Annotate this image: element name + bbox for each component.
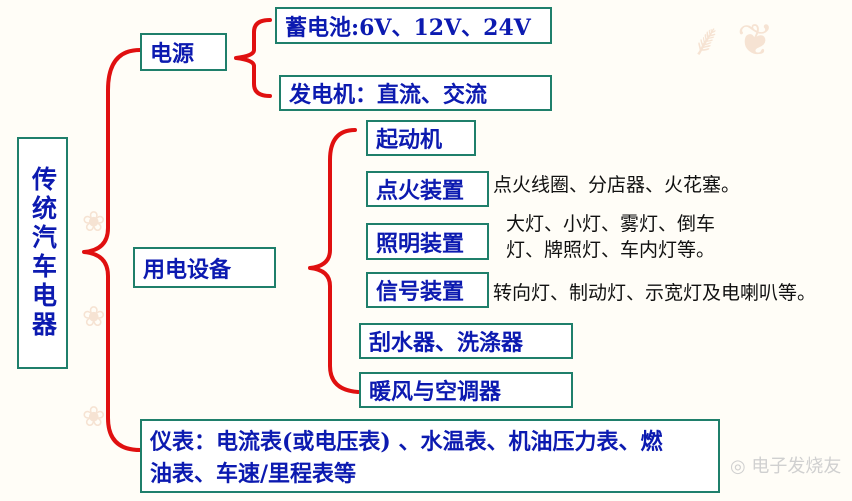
starter-label: 起动机	[376, 127, 443, 153]
power-node: 电源	[140, 33, 227, 71]
instruments-line-2: 油表、车速/里程表等	[150, 461, 357, 487]
lighting-label: 照明装置	[376, 230, 465, 257]
root-label: 传统汽车电器	[28, 166, 58, 340]
watermark-left-3: ❀	[82, 400, 106, 433]
wiper-node: 刮水器、洗涤器	[359, 323, 573, 359]
lighting-note-line-2: 灯、牌照灯、车内灯等。	[506, 239, 716, 261]
main-brace	[82, 48, 142, 452]
watermark-logo: ◎ 电子发烧友	[730, 456, 842, 477]
root-node: 传统汽车电器	[17, 137, 68, 369]
generator-node: 发电机：直流、交流	[279, 75, 552, 111]
devices-label: 用电设备	[143, 256, 232, 283]
lighting-note-line-1: 大灯、小灯、雾灯、倒车	[506, 213, 716, 235]
watermark-top-right: ⸙ ❦	[690, 15, 774, 66]
hvac-label: 暖风与空调器	[369, 379, 502, 405]
power-brace	[234, 18, 272, 98]
hvac-node: 暖风与空调器	[359, 372, 573, 408]
signal-node: 信号装置	[366, 272, 489, 308]
signal-label: 信号装置	[376, 279, 465, 305]
wiper-label: 刮水器、洗涤器	[369, 330, 524, 356]
ignition-note: 点火线圈、分店器、火花塞。	[493, 174, 741, 196]
generator-label: 发电机：直流、交流	[289, 82, 488, 108]
devices-brace	[308, 128, 360, 394]
watermark-left-2: ❀	[82, 300, 106, 333]
battery-label: 蓄电池:6V、12V、24V	[285, 14, 531, 41]
battery-node: 蓄电池:6V、12V、24V	[275, 7, 552, 44]
devices-node: 用电设备	[133, 247, 276, 288]
instruments-line-1: 仪表：电流表(或电压表) 、水温表、机油压力表、燃	[150, 429, 663, 455]
instruments-node: 仪表：电流表(或电压表) 、水温表、机油压力表、燃 油表、车速/里程表等	[140, 419, 720, 493]
lighting-node: 照明装置	[366, 223, 489, 260]
watermark-left-1: ❀	[82, 205, 106, 238]
signal-note: 转向灯、制动灯、示宽灯及电喇叭等。	[493, 282, 817, 304]
power-label: 电源	[150, 41, 195, 67]
ignition-node: 点火装置	[366, 171, 489, 207]
ignition-label: 点火装置	[376, 178, 465, 204]
lighting-note: 大灯、小灯、雾灯、倒车 灯、牌照灯、车内灯等。	[506, 211, 715, 263]
starter-node: 起动机	[366, 120, 476, 156]
